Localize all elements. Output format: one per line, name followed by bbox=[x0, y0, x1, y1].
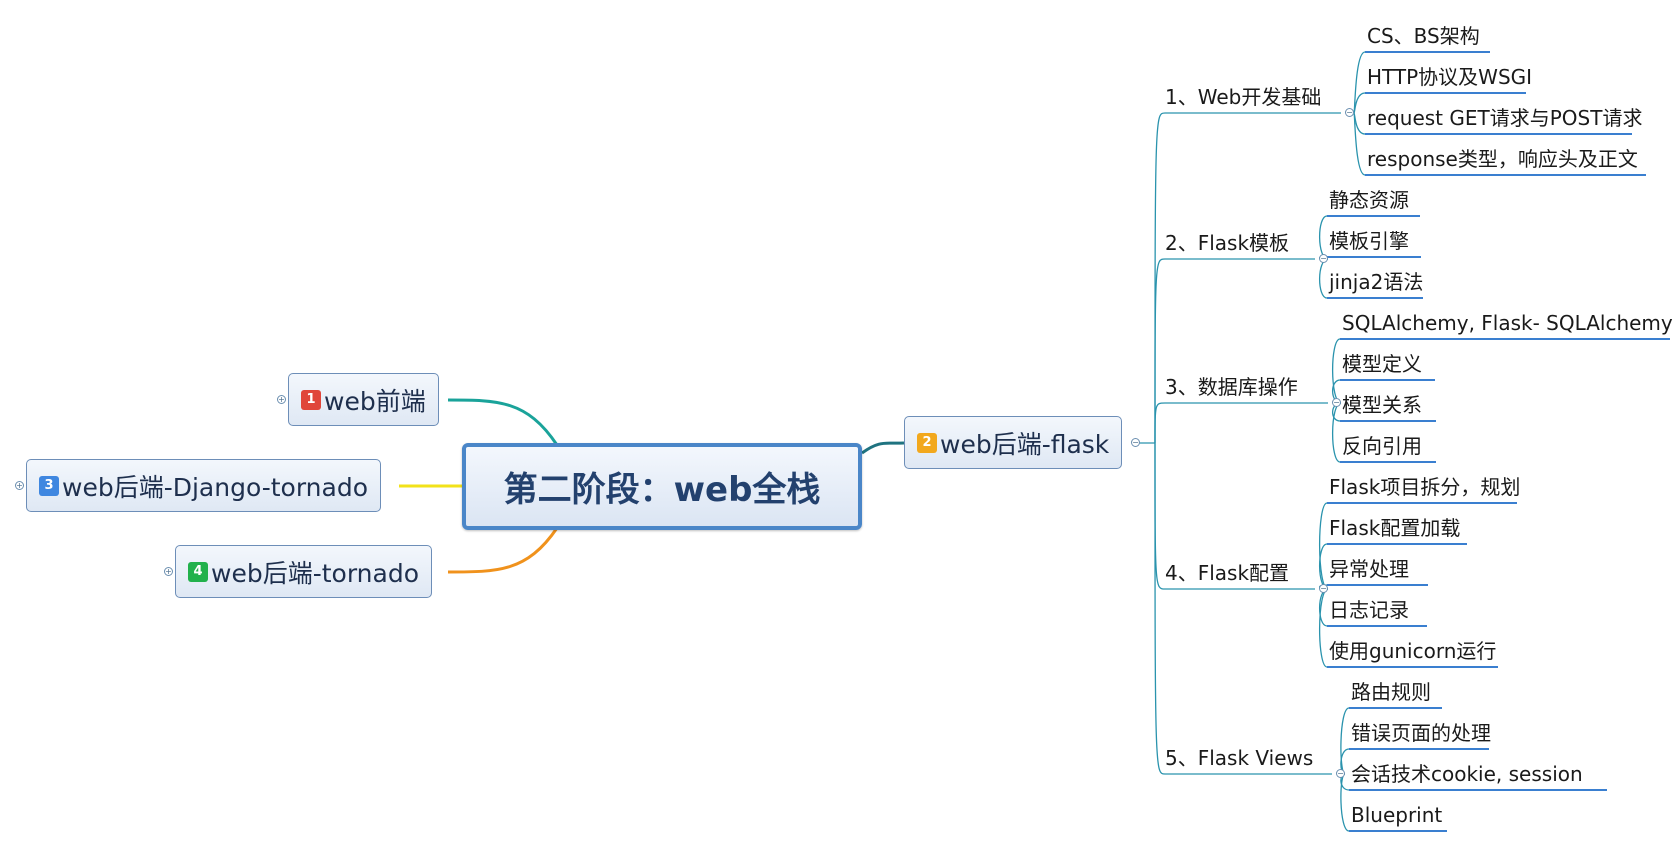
subtopic-label[interactable]: 3、数据库操作 bbox=[1165, 375, 1298, 399]
topic-label: web后端-tornado bbox=[211, 558, 419, 588]
topic-label: web前端 bbox=[324, 386, 426, 416]
priority-2-icon: 2 bbox=[917, 432, 937, 453]
leaf-topic-label[interactable]: 静态资源 bbox=[1329, 188, 1409, 212]
connector-line bbox=[1353, 112, 1646, 176]
collapse-toggle-icon[interactable]: − bbox=[1131, 438, 1140, 447]
expand-toggle-icon[interactable]: + bbox=[277, 395, 286, 404]
central-topic-label: 第二阶段：web全栈 bbox=[503, 470, 821, 510]
leaf-topic-label[interactable]: 模型关系 bbox=[1342, 393, 1422, 417]
leaf-topic-label[interactable]: 路由规则 bbox=[1351, 680, 1431, 704]
leaf-topic-label[interactable]: CS、BS架构 bbox=[1367, 24, 1480, 48]
leaf-topic-label[interactable]: response类型，响应头及正文 bbox=[1367, 147, 1638, 171]
priority-1-icon: 1 bbox=[301, 389, 321, 410]
topic-tornado[interactable]: 4 web后端-tornado bbox=[175, 545, 432, 598]
subtopic-label[interactable]: 4、Flask配置 bbox=[1165, 561, 1290, 585]
leaf-topic-label[interactable]: 异常处理 bbox=[1329, 557, 1409, 581]
priority-3-icon: 3 bbox=[39, 475, 59, 496]
central-topic[interactable]: 第二阶段：web全栈 bbox=[462, 443, 862, 530]
leaf-topic-label[interactable]: request GET请求与POST请求 bbox=[1367, 106, 1643, 130]
leaf-topic-label[interactable]: 日志记录 bbox=[1329, 598, 1409, 622]
topic-label: web后端-Django-tornado bbox=[62, 472, 368, 502]
connector-line bbox=[1353, 92, 1526, 114]
subtopic-label[interactable]: 5、Flask Views bbox=[1165, 746, 1314, 770]
collapse-toggle-icon[interactable]: − bbox=[1319, 254, 1328, 263]
subtopic-label[interactable]: 1、Web开发基础 bbox=[1165, 85, 1322, 109]
collapse-toggle-icon[interactable]: − bbox=[1332, 398, 1341, 407]
leaf-topic-label[interactable]: 模板引擎 bbox=[1329, 229, 1409, 253]
topic-flask[interactable]: 2 web后端-flask bbox=[904, 416, 1123, 469]
collapse-toggle-icon[interactable]: − bbox=[1319, 584, 1328, 593]
leaf-topic-label[interactable]: 模型定义 bbox=[1342, 352, 1422, 376]
topic-django-tornado[interactable]: 3 web后端-Django-tornado bbox=[26, 459, 381, 512]
expand-toggle-icon[interactable]: + bbox=[164, 567, 173, 576]
leaf-topic-label[interactable]: SQLAlchemy, Flask- SQLAlchemy bbox=[1342, 311, 1673, 335]
expand-toggle-icon[interactable]: + bbox=[15, 481, 24, 490]
connector-line bbox=[1154, 442, 1332, 775]
connector-line bbox=[447, 527, 559, 574]
connector-line bbox=[447, 398, 559, 446]
leaf-topic-label[interactable]: 反向引用 bbox=[1342, 434, 1422, 458]
priority-4-icon: 4 bbox=[188, 561, 208, 582]
leaf-topic-label[interactable]: 错误页面的处理 bbox=[1351, 721, 1491, 745]
connector-line bbox=[1154, 258, 1315, 444]
leaf-topic-label[interactable]: 使用gunicorn运行 bbox=[1329, 639, 1497, 663]
connector-line bbox=[1154, 402, 1328, 444]
leaf-topic-label[interactable]: Blueprint bbox=[1351, 803, 1443, 827]
collapse-toggle-icon[interactable]: − bbox=[1336, 769, 1345, 778]
leaf-topic-label[interactable]: Flask配置加载 bbox=[1329, 516, 1461, 540]
leaf-topic-label[interactable]: Flask项目拆分，规划 bbox=[1329, 475, 1521, 499]
topic-web-frontend[interactable]: 1 web前端 bbox=[288, 373, 439, 426]
collapse-toggle-icon[interactable]: − bbox=[1345, 108, 1354, 117]
leaf-topic-label[interactable]: HTTP协议及WSGI bbox=[1367, 65, 1533, 89]
subtopic-label[interactable]: 2、Flask模板 bbox=[1165, 231, 1290, 255]
leaf-topic-label[interactable]: jinja2语法 bbox=[1329, 270, 1424, 294]
connector-line bbox=[861, 441, 905, 455]
leaf-topic-label[interactable]: 会话技术cookie, session bbox=[1351, 762, 1583, 786]
topic-label: web后端-flask bbox=[940, 429, 1110, 459]
